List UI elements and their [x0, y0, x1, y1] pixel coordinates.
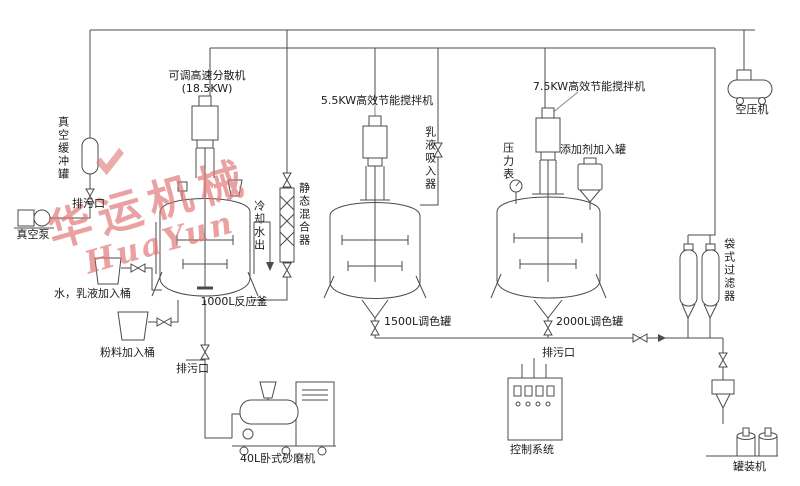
label-pressure-gauge: 压力表: [501, 142, 515, 181]
label-vacuum-buffer-tank: 真空缓冲罐: [56, 116, 70, 181]
label-additive-tank: 添加剂加入罐: [560, 143, 626, 156]
label-drain-outlet-reactor: 排污口: [176, 362, 209, 375]
label-vacuum-pump: 真空泵: [16, 228, 50, 241]
label-tank-1500l: 1500L调色罐: [384, 315, 452, 328]
pressure-gauge-icon: [509, 179, 523, 204]
control-cabinet-icon: [507, 377, 563, 441]
static-mixer-icon: [279, 187, 295, 263]
label-reactor-1000l: 1000L反应釜: [200, 295, 268, 308]
label-drain-outlet-mid: 排污口: [542, 346, 575, 359]
label-sand-mill: 40L卧式砂磨机: [240, 452, 316, 465]
label-powder-bucket: 粉料加入桶: [100, 346, 155, 359]
label-air-compressor: 空压机: [735, 103, 769, 116]
label-drain-outlet-left: 排污口: [72, 197, 105, 210]
label-bag-filter: 袋式过滤器: [722, 238, 736, 303]
label-control-system: 控制系统: [510, 443, 554, 456]
additive-tank-icon: [577, 157, 603, 210]
air-compressor-icon: [727, 69, 773, 105]
label-cooling-water-out: 冷却水出: [252, 200, 266, 252]
label-tank-2000l: 2000L调色罐: [556, 315, 624, 328]
vacuum-pump-icon: [14, 209, 54, 229]
water-emulsion-bucket-icon: [94, 257, 122, 285]
label-disperser: 可调高速分散机: [168, 69, 246, 82]
reactor-1000l-vessel: [151, 95, 259, 297]
filling-machine-icon: [706, 379, 778, 457]
tank-2000l-vessel: [490, 107, 607, 319]
label-mixer-1500: 5.5KW高效节能搅拌机: [320, 94, 434, 107]
bag-filter-icon: [679, 243, 720, 320]
label-static-mixer: 静态混合器: [297, 182, 311, 247]
label-mixer-2000: 7.5KW高效节能搅拌机: [532, 80, 646, 93]
tank-1500l-vessel: [323, 115, 427, 319]
valve-icons: [85, 142, 728, 368]
label-disperser-power: (18.5KW): [181, 82, 233, 95]
label-water-emulsion-bucket: 水，乳液加入桶: [54, 287, 131, 300]
label-emulsion-suction: 乳液吸入器: [423, 126, 437, 191]
label-filling-machine: 罐装机: [733, 460, 766, 473]
powder-bucket-icon: [117, 311, 149, 341]
sand-mill-icon: [231, 381, 336, 456]
flow-arrow-icons: [266, 262, 666, 342]
vacuum-buffer-tank-icon: [81, 137, 99, 175]
